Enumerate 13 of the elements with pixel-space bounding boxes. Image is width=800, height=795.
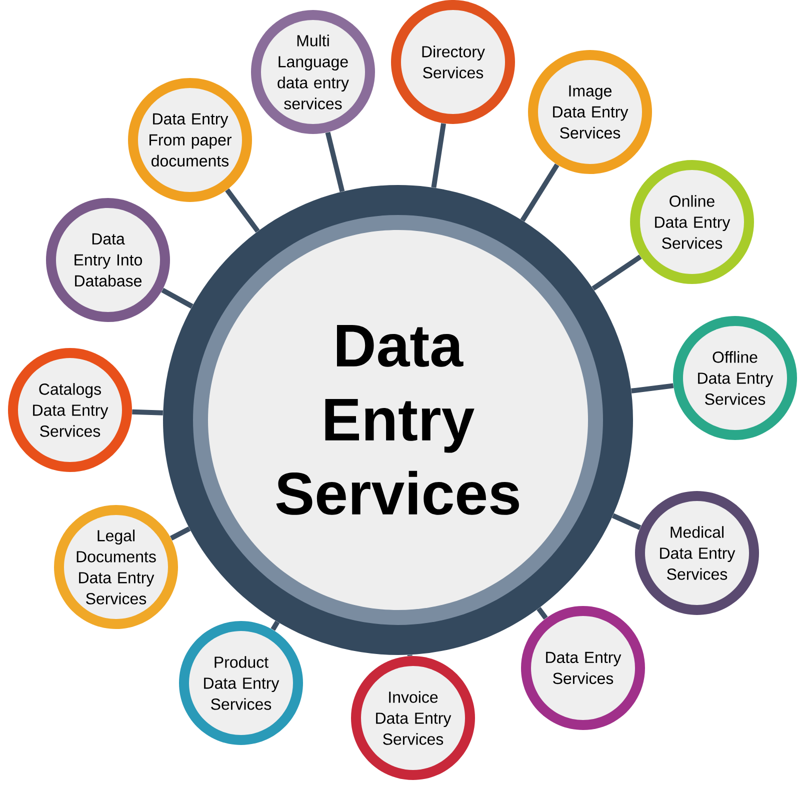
connector-line: [536, 607, 548, 620]
connector-line: [612, 513, 642, 530]
connector-line: [592, 254, 642, 291]
connector-line: [170, 526, 191, 540]
connector-line: [161, 288, 194, 309]
connector-line: [325, 132, 345, 192]
connector-line: [270, 620, 280, 631]
connector-line: [431, 123, 446, 188]
connector-line: [631, 383, 674, 394]
connector-line: [132, 409, 163, 416]
connector-line: [225, 188, 260, 233]
connector-line: [407, 654, 412, 656]
connector-line: [520, 163, 560, 222]
